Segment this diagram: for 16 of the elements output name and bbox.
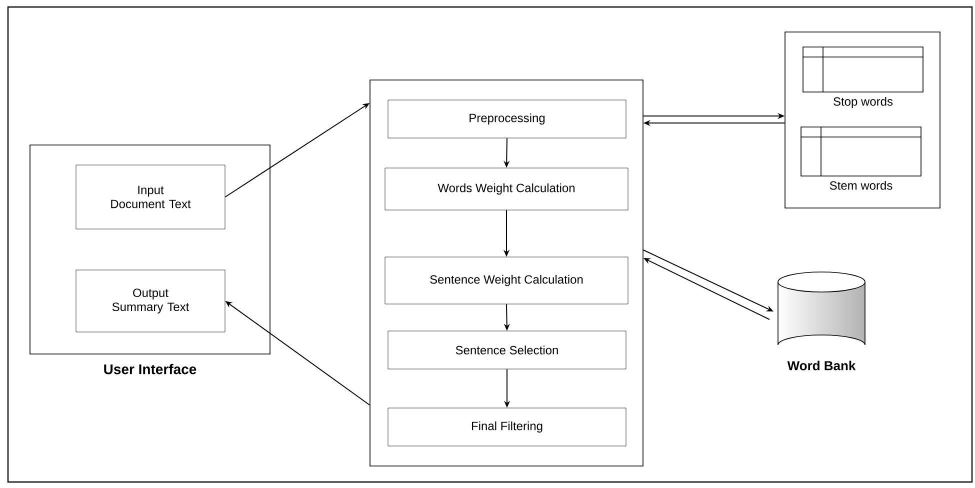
panel-box (370, 80, 644, 466)
data-table: Stop words (802, 46, 924, 108)
process-box: Final Filtering (388, 408, 626, 446)
node-label: Stem words (830, 180, 892, 190)
process-box: Input Document Text (76, 164, 226, 230)
process-box: Preprocessing (388, 100, 626, 138)
node-label: Stop words (834, 96, 893, 108)
node-label: Word Bank (787, 360, 856, 370)
data-table: Stem words (800, 126, 922, 190)
database-cylinder: Word Bank (778, 272, 866, 370)
process-box: Sentence Selection (388, 330, 626, 370)
node-label: User Interface (104, 364, 196, 374)
process-box: Sentence Weight Calculation (384, 256, 628, 304)
panel-box (784, 32, 940, 208)
process-box: Output Summary Text (76, 270, 226, 332)
process-box: Words Weight Calculation (384, 168, 628, 210)
